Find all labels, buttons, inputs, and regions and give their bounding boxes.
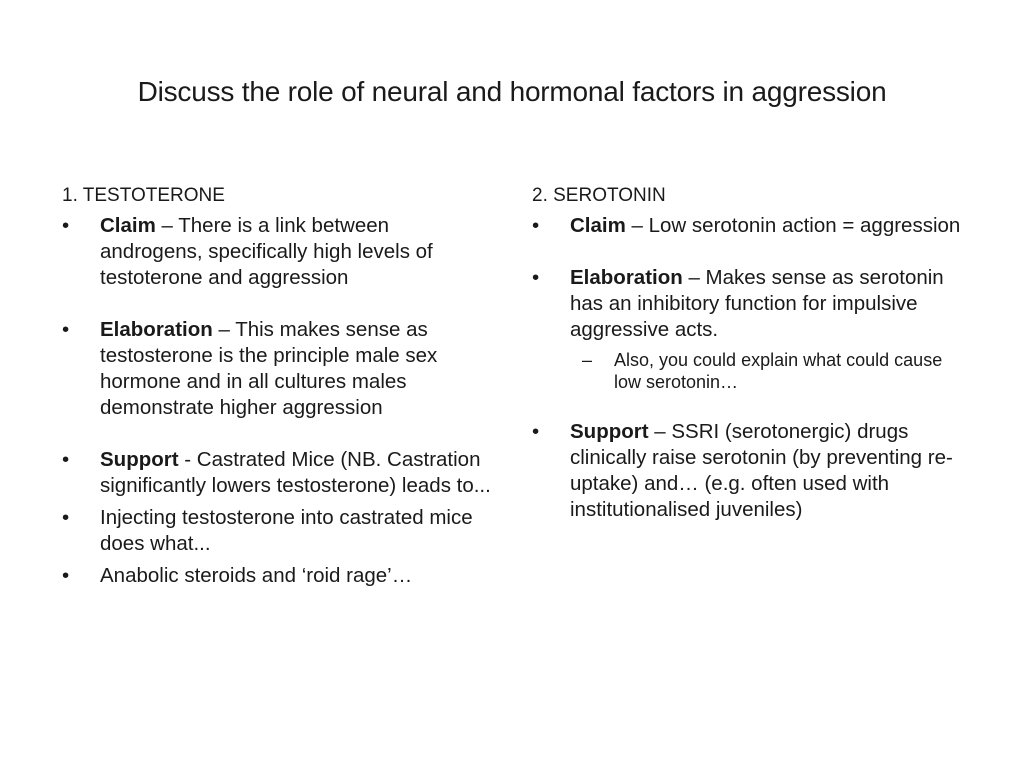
bullet-label: Elaboration: [100, 318, 213, 341]
bullet-label: Elaboration: [570, 266, 683, 289]
right-column-heading: 2. SEROTONIN: [532, 185, 666, 206]
bullet-text: – SSRI (serotonergic) drugs clinically r…: [570, 420, 953, 521]
bullet-text: Injecting testosterone into castrated mi…: [100, 506, 473, 555]
sub-item-text: Also, you could explain what could cause…: [614, 350, 943, 392]
list-item: • Anabolic steroids and ‘roid rage’…: [62, 563, 492, 589]
slide-title: Discuss the role of neural and hormonal …: [137, 76, 887, 107]
list-item: • Claim – Low serotonin action = aggress…: [532, 213, 972, 239]
bullet-label: Support: [570, 420, 649, 443]
sub-list: – Also, you could explain what could cau…: [570, 349, 972, 393]
bullet-label: Claim: [570, 214, 626, 237]
bullet-text: Anabolic steroids and ‘roid rage’…: [100, 564, 413, 587]
bullet-text: - Castrated Mice (NB. Castration signifi…: [100, 448, 491, 497]
bullet-text: – There is a link between androgens, spe…: [100, 214, 433, 289]
left-bullet-list: • Claim – There is a link between androg…: [62, 213, 492, 589]
bullet-icon: •: [532, 266, 540, 289]
bullet-icon: •: [62, 506, 70, 529]
bullet-icon: •: [532, 420, 540, 443]
bullet-label: Claim: [100, 214, 156, 237]
bullet-icon: •: [62, 448, 70, 471]
right-bullet-list: • Claim – Low serotonin action = aggress…: [532, 213, 972, 523]
bullet-text: – Makes sense as serotonin has an inhibi…: [570, 266, 944, 341]
list-item: • Support – SSRI (serotonergic) drugs cl…: [532, 419, 972, 523]
list-item: • Elaboration – This makes sense as test…: [62, 317, 492, 421]
left-column-heading: 1. TESTOTERONE: [62, 185, 225, 206]
sub-list-item: – Also, you could explain what could cau…: [570, 349, 972, 393]
dash-icon: –: [582, 350, 593, 370]
bullet-icon: •: [62, 214, 70, 237]
list-item: • Elaboration – Makes sense as serotonin…: [532, 265, 972, 393]
bullet-icon: •: [62, 564, 70, 587]
list-item: • Claim – There is a link between androg…: [62, 213, 492, 291]
bullet-text: – This makes sense as testosterone is th…: [100, 318, 438, 419]
bullet-icon: •: [532, 214, 540, 237]
bullet-label: Support: [100, 448, 179, 471]
bullet-icon: •: [62, 318, 70, 341]
list-item: • Injecting testosterone into castrated …: [62, 505, 492, 557]
left-column: 1. TESTOTERONE • Claim – There is a link…: [62, 183, 492, 589]
list-item: • Support - Castrated Mice (NB. Castrati…: [62, 447, 492, 499]
bullet-text: – Low serotonin action = aggression: [625, 214, 961, 237]
right-column: 2. SEROTONIN • Claim – Low serotonin act…: [532, 183, 972, 523]
